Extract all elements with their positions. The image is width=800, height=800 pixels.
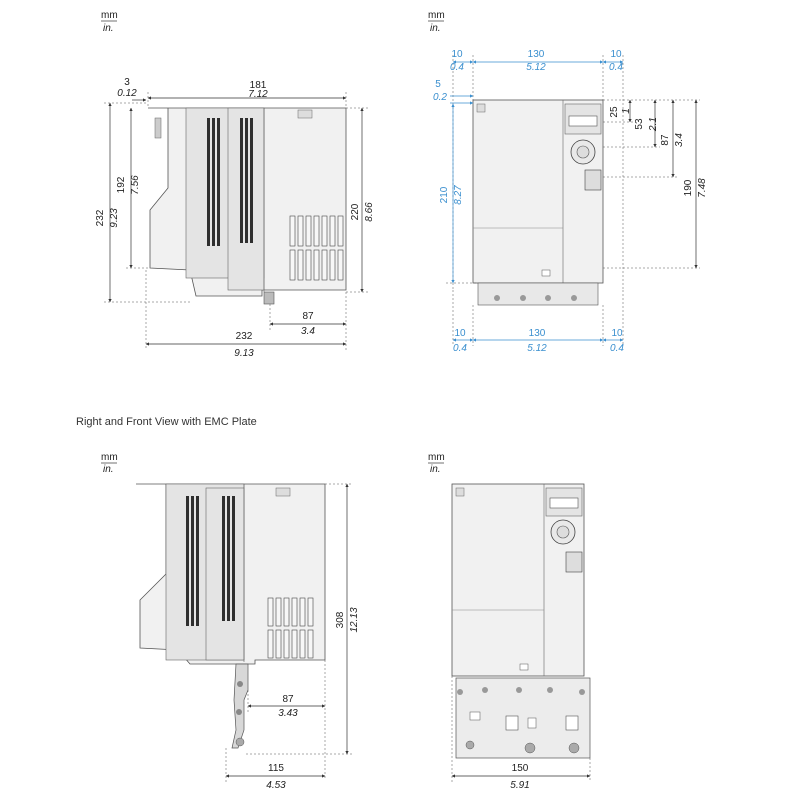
side-height-inner-mm: 192 [116, 176, 127, 193]
front-d25-in: 1 [621, 108, 632, 114]
bottom-terminal-plate [477, 282, 599, 306]
connector-port-icon [565, 551, 583, 573]
emc-side-height-in: 12.13 [349, 607, 360, 632]
front-width-bottom-in: 5.12 [527, 343, 547, 354]
side-depth-bottom-in: 3.4 [301, 326, 315, 337]
front-view-emc-body [451, 483, 591, 759]
front-margin-left-top-in: 0.4 [450, 62, 464, 73]
emc-side-depth-mid-mm: 87 [282, 694, 294, 705]
front-margin-right-bottom-in: 0.4 [610, 343, 624, 354]
vent-grid [267, 597, 314, 659]
front-height-left-mm: 210 [439, 186, 450, 203]
front-margin-left-bottom-mm: 10 [454, 328, 466, 339]
front-view-emc: 150 5.91 [451, 483, 591, 791]
section-title: Right and Front View with EMC Plate [76, 416, 257, 428]
front-margin-left-bottom-in: 0.4 [453, 343, 467, 354]
front-width-bottom-mm: 130 [529, 328, 546, 339]
unit-legend-bottom-left: mm in. [101, 452, 118, 475]
side-offset-mm: 3 [124, 77, 130, 88]
front-margin-top-in: 0.2 [433, 92, 447, 103]
emc-side-depth-bottom-in: 4.53 [266, 780, 286, 791]
unit-legend-top-right: mm in. [428, 10, 445, 34]
front-width-top-mm: 130 [528, 49, 545, 60]
front-margin-right-bottom-mm: 10 [611, 328, 623, 339]
side-depth-bottom-mm: 87 [302, 311, 314, 322]
unit-mm: mm [101, 10, 118, 21]
side-height-inner-in: 7.56 [130, 175, 141, 195]
front-margin-right-top-mm: 10 [610, 49, 622, 60]
side-height-right-mm: 220 [350, 203, 361, 220]
front-margin-left-top-mm: 10 [451, 49, 463, 60]
side-view-emc-body [136, 483, 326, 749]
unit-mm: mm [428, 452, 445, 463]
unit-mm: mm [428, 10, 445, 21]
side-height-right-in: 8.66 [364, 202, 375, 222]
front-margin-top-mm: 5 [435, 79, 441, 90]
unit-in: in. [430, 23, 441, 34]
side-depth-top-mm: 181 [250, 80, 267, 91]
front-view: 10 0.4 130 5.12 10 0.4 5 0.2 210 8.27 25… [433, 49, 708, 354]
unit-legend-top-left: mm in. [101, 10, 118, 34]
front-d53-in: 2.1 [648, 117, 659, 132]
front-d87-mm: 87 [660, 134, 671, 146]
front-height-left-in: 8.27 [453, 185, 464, 205]
side-height-total-mm: 232 [95, 209, 106, 226]
side-depth-total-mm: 232 [236, 331, 253, 342]
emc-side-height-mm: 308 [335, 611, 346, 628]
side-depth-top-in: 7.12 [248, 89, 268, 100]
emc-front-width-mm: 150 [512, 763, 529, 774]
front-d25-mm: 25 [609, 106, 620, 118]
connector-port-icon [584, 169, 602, 191]
front-view-body [472, 99, 604, 306]
emc-side-depth-bottom-mm: 115 [268, 763, 284, 774]
unit-in: in. [103, 23, 114, 34]
front-d87-in: 3.4 [674, 133, 685, 147]
front-width-top-in: 5.12 [526, 62, 546, 73]
unit-mm: mm [101, 452, 118, 463]
side-depth-total-in: 9.13 [234, 348, 254, 359]
front-d190-in: 7.48 [697, 178, 708, 198]
emc-front-width-in: 5.91 [510, 780, 529, 791]
side-height-total-in: 9.23 [109, 208, 120, 228]
unit-in: in. [103, 464, 114, 475]
side-view-body [148, 107, 347, 305]
emc-bracket-icon [231, 663, 249, 749]
front-d53-mm: 53 [634, 118, 645, 130]
front-margin-right-top-in: 0.4 [609, 62, 623, 73]
front-d190-mm: 190 [683, 179, 694, 196]
side-offset-in: 0.12 [117, 88, 137, 99]
unit-in: in. [430, 464, 441, 475]
side-view-emc: 308 12.13 87 3.43 115 4.53 [136, 483, 360, 791]
side-view: 181 7.12 3 0.12 232 9.23 192 7.56 220 8.… [95, 77, 375, 359]
emc-side-depth-mid-in: 3.43 [278, 708, 298, 719]
unit-legend-bottom-right: mm in. [428, 452, 445, 475]
vent-grid [289, 215, 344, 281]
